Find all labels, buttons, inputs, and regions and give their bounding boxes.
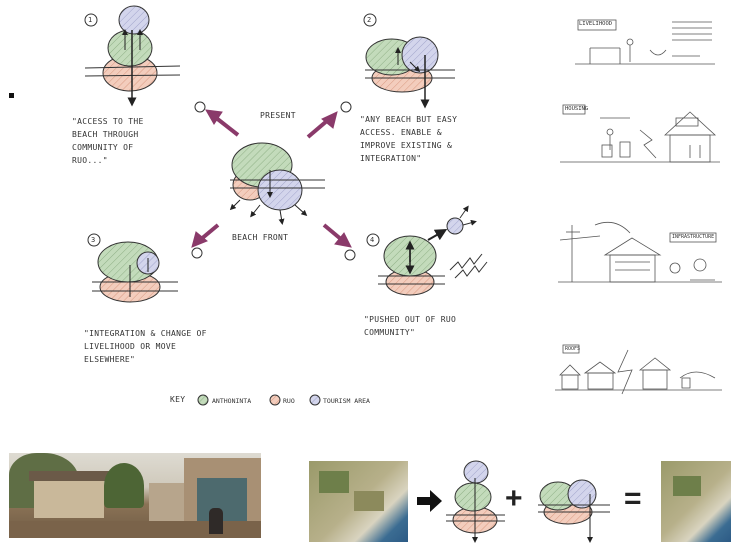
equals-sign: =: [624, 482, 642, 515]
scenario-1-number: 1: [88, 16, 93, 24]
village-photo: [9, 453, 261, 538]
infrastructure-label: INFRASTRUCTURE: [672, 234, 715, 240]
beach-front-label: BEACH FRONT: [232, 233, 289, 242]
housing-label: HOUSING: [565, 106, 589, 112]
scenario-3-caption: "INTEGRATION & CHANGE OF LIVELIHOOD OR M…: [84, 329, 207, 364]
scenario-1-sketch: [84, 5, 181, 107]
key-item-anthoninta: ANTHONINTA: [212, 397, 252, 405]
bullet-marker: [9, 93, 14, 98]
formula-sketch-2: [538, 479, 610, 543]
center-beach-front-sketch: [194, 101, 352, 225]
scenario-2-caption: "ANY BEACH BUT EASY ACCESS. ENABLE & IMP…: [360, 115, 458, 163]
scenario-3-sketch: [87, 233, 203, 303]
formula-sketch-1: [446, 460, 505, 543]
map-image-right: [661, 461, 731, 542]
livelihood-label: LIVELIHOOD: [579, 21, 613, 27]
key-item-ruo: RUO: [283, 397, 295, 405]
roofs-label: ROOFS: [565, 346, 581, 352]
scenario-4-caption: "PUSHED OUT OF RUO COMMUNITY": [364, 315, 457, 337]
scenario-4-sketch: [344, 205, 488, 296]
scenario-1-caption: "ACCESS TO THE BEACH THROUGH COMMUNITY O…: [72, 117, 144, 165]
scenario-4-number: 4: [370, 236, 375, 244]
key-item-tourism-area: TOURISM AREA: [323, 397, 370, 405]
map-image-left: [309, 461, 408, 542]
livelihood-sketch: [575, 19, 715, 65]
key-icons: [197, 394, 321, 406]
scenario-3-number: 3: [91, 236, 96, 244]
plus-sign: +: [505, 482, 523, 515]
present-label: PRESENT: [260, 111, 296, 120]
scenario-2-number: 2: [367, 16, 372, 24]
scenario-arrows: [191, 109, 352, 248]
infrastructure-sketch: [558, 221, 722, 283]
scenario-2-sketch: [363, 13, 455, 109]
key-title: KEY: [170, 395, 186, 404]
housing-sketch: [560, 104, 720, 163]
roofs-sketch: [555, 344, 722, 395]
